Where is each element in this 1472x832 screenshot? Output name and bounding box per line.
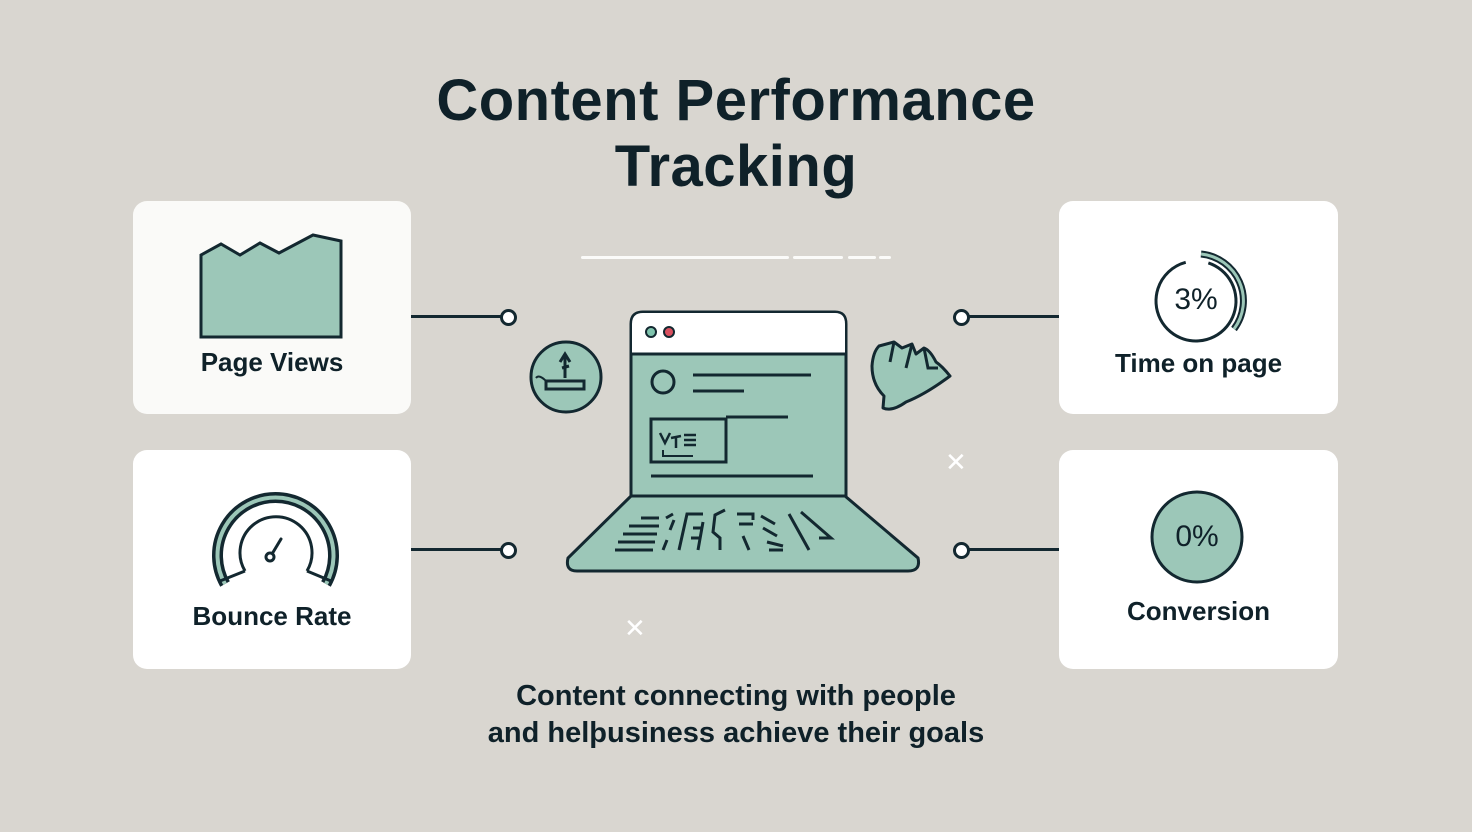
- title-divider-segment: [879, 256, 891, 259]
- metric-label: Time on page: [1114, 348, 1283, 378]
- sparkle-x-icon: ✕: [945, 447, 967, 477]
- subtitle: Content connecting with people and helþu…: [0, 678, 1472, 752]
- title-divider-segment: [848, 256, 876, 259]
- subtitle-line-1: Content connecting with people: [516, 680, 956, 712]
- connector-line: [966, 548, 1059, 551]
- metric-label: Page Views: [200, 347, 344, 377]
- conversion-value: 0%: [1175, 520, 1219, 553]
- connector-node: [953, 542, 970, 559]
- metric-card-conversion: 0% Conversion: [1059, 450, 1338, 669]
- connector-line: [411, 315, 503, 318]
- connector-node: [500, 309, 517, 326]
- filled-circle-icon: [1150, 490, 1244, 584]
- sparkle-x-icon: ✕: [624, 613, 646, 643]
- metric-card-bounce-rate: Bounce Rate: [133, 450, 411, 669]
- connector-line: [966, 315, 1059, 318]
- title-line-1: Content Performance: [436, 68, 1036, 133]
- page-title: Content Performance Tracking: [0, 68, 1472, 200]
- area-chart-shape: [199, 233, 343, 339]
- connector-line: [411, 548, 503, 551]
- subtitle-line-2: and helþusiness achieve their goals: [487, 717, 985, 749]
- title-divider: [581, 256, 789, 259]
- metric-card-time-on-page: 3% Time on page: [1059, 201, 1338, 414]
- hand-icon: [870, 340, 952, 411]
- progress-ring-icon: [1154, 250, 1247, 343]
- laptop-browser-icon: [565, 310, 920, 573]
- connector-node: [500, 542, 517, 559]
- metric-card-page-views: Page Views: [133, 201, 411, 414]
- gauge-icon: [212, 492, 339, 587]
- upload-tray-icon: [529, 340, 603, 414]
- title-line-2: Tracking: [614, 134, 858, 199]
- connector-node: [953, 309, 970, 326]
- time-on-page-value: 3%: [1174, 283, 1218, 316]
- metric-label: Bounce Rate: [192, 601, 352, 631]
- title-divider-segment: [793, 256, 843, 259]
- metric-label: Conversion: [1126, 596, 1271, 626]
